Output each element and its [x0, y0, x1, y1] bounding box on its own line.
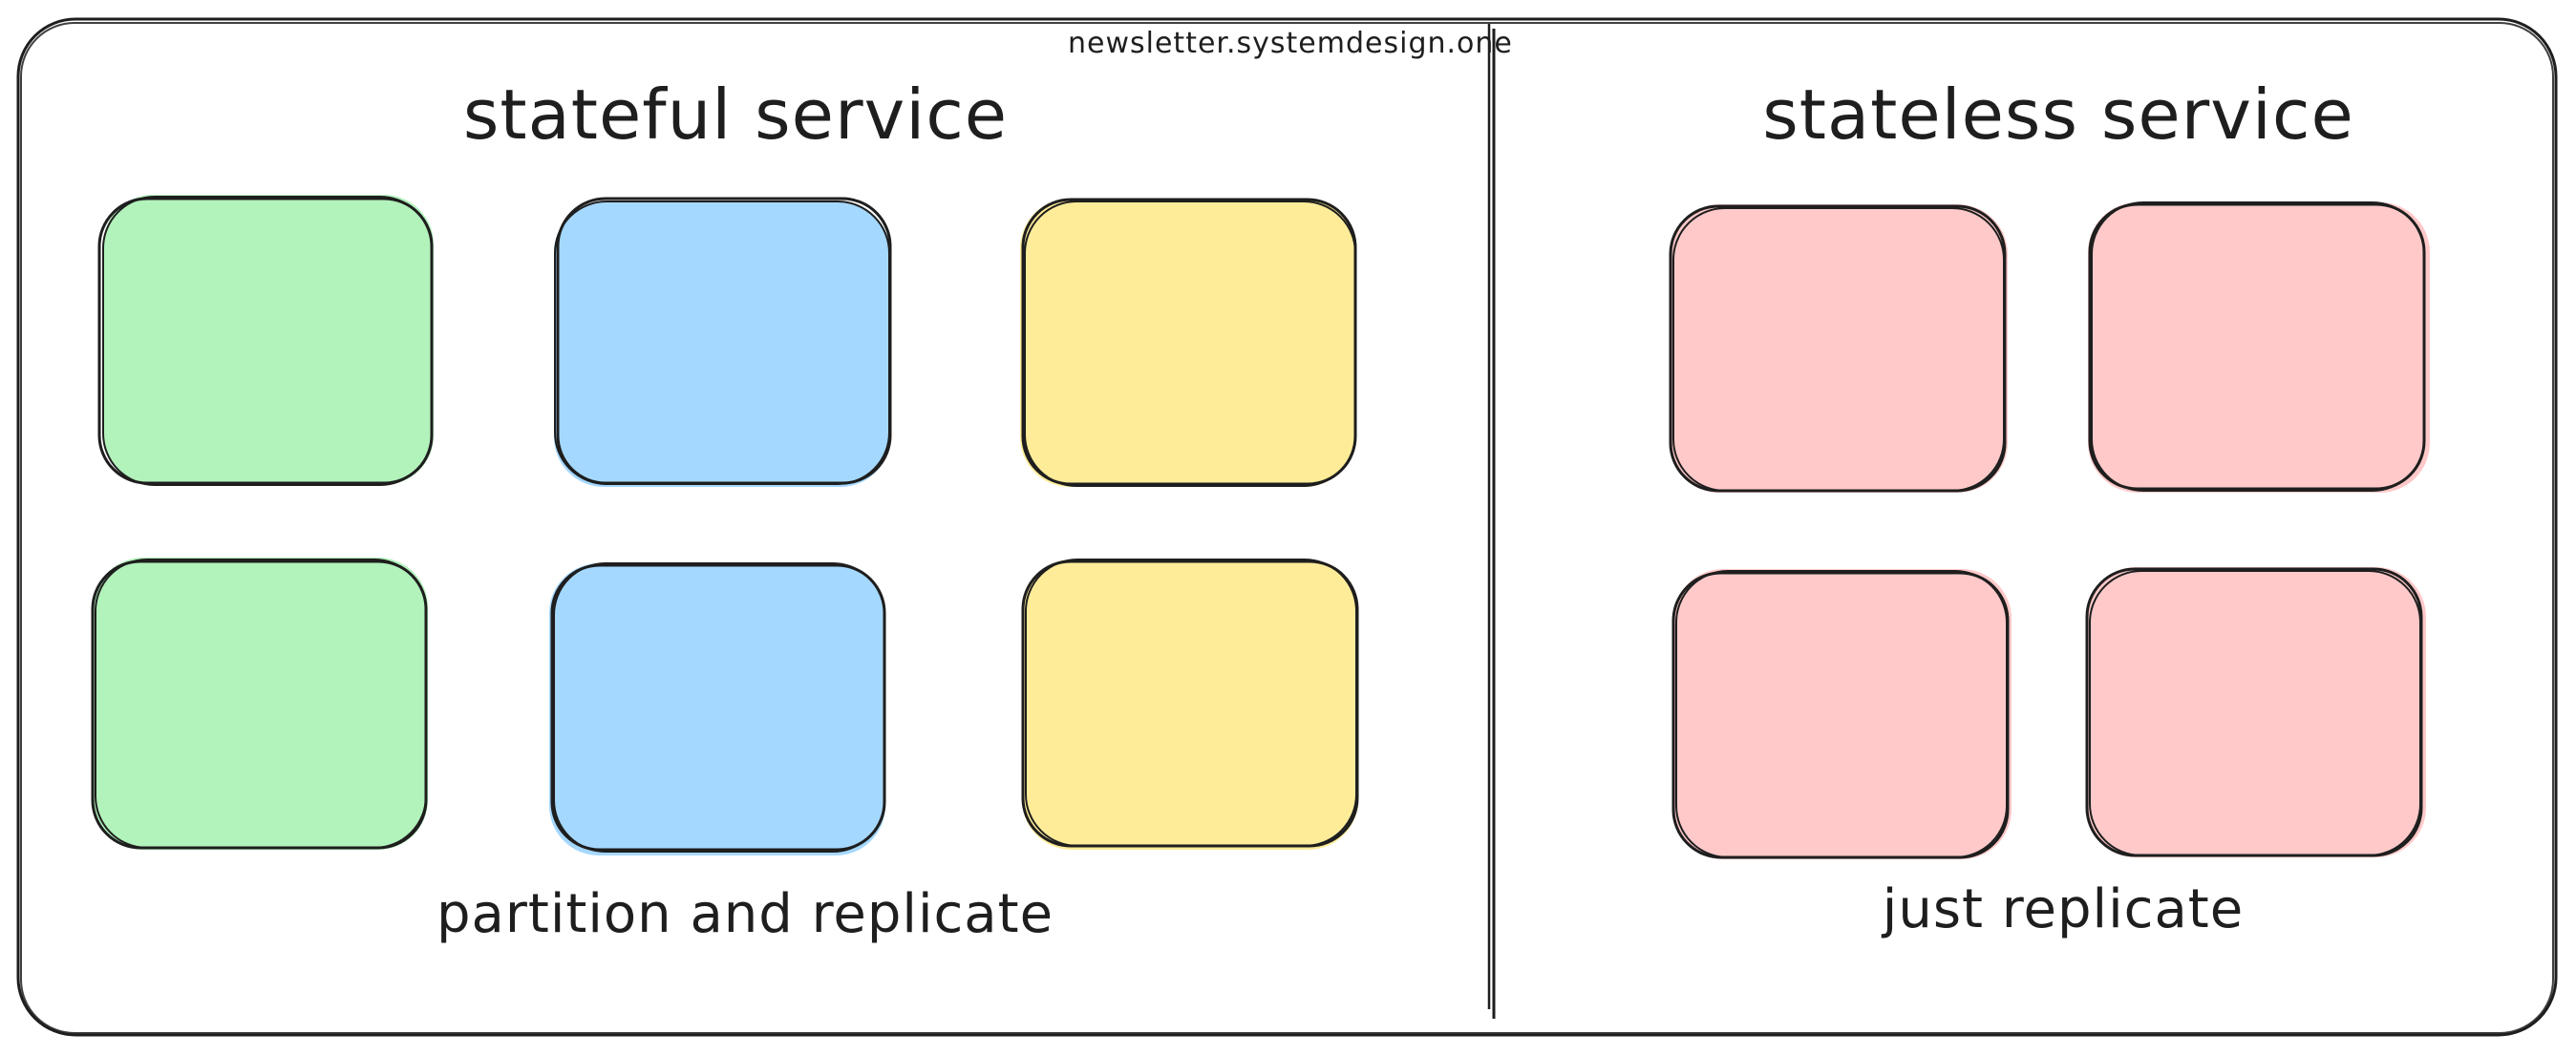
partition-box-blue-2 — [549, 562, 886, 855]
stateful-service-caption: partition and replicate — [436, 883, 1054, 945]
partition-box-green-1 — [97, 195, 434, 486]
stateless-service-boxes — [1669, 201, 2430, 859]
panel-divider — [1487, 24, 1496, 1019]
replica-box-red-3 — [1671, 569, 2012, 859]
replica-box-red-4 — [2085, 567, 2426, 857]
outer-frame — [16, 17, 2558, 1037]
partition-box-yellow-1 — [1020, 198, 1357, 487]
stateless-service-caption: just replicate — [1882, 878, 2245, 940]
partition-box-blue-1 — [554, 197, 892, 487]
stateless-service-title: stateless service — [1762, 74, 2354, 155]
stateful-service-title: stateful service — [462, 74, 1009, 155]
partition-box-green-2 — [91, 558, 428, 850]
replica-box-red-1 — [1669, 204, 2008, 493]
partition-box-yellow-2 — [1021, 559, 1359, 850]
stateful-service-boxes — [91, 195, 1359, 855]
watermark-text: newsletter.systemdesign.one — [1068, 27, 1513, 60]
replica-box-red-2 — [2088, 201, 2430, 493]
